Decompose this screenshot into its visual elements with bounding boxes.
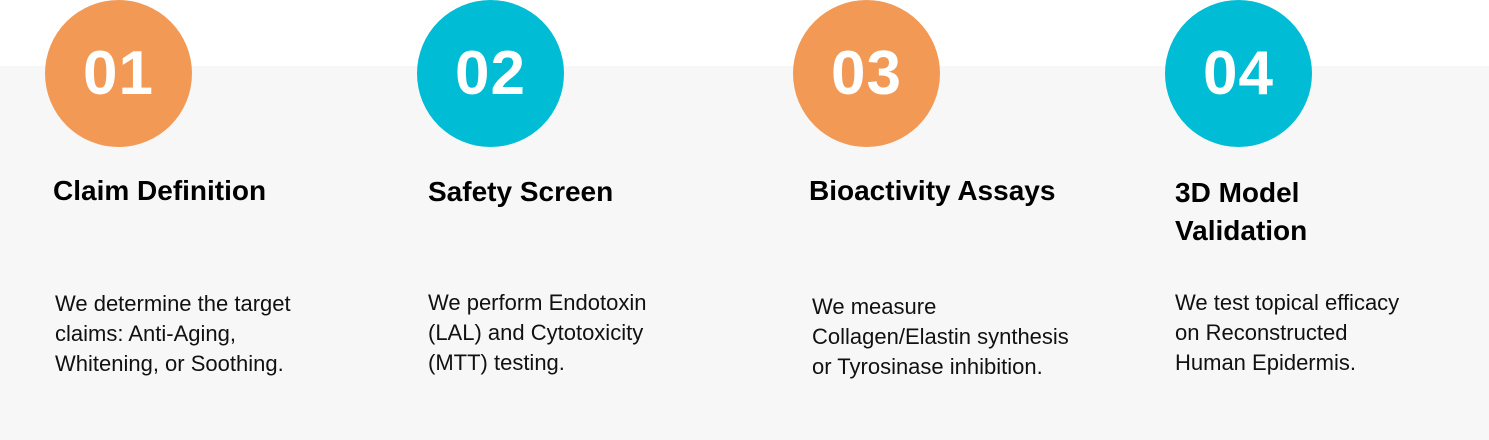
step-title: 3D Model Validation — [1175, 177, 1308, 246]
step-number: 01 — [83, 39, 154, 108]
step-title: Bioactivity Assays — [809, 175, 1056, 206]
step-number-badge: 01 — [45, 0, 192, 147]
step-title: Safety Screen — [428, 176, 614, 207]
step-number: 03 — [831, 39, 902, 108]
step-number-badge: 03 — [793, 0, 940, 147]
step-description: We perform Endotoxin (LAL) and Cytotoxic… — [428, 290, 647, 375]
step-number-badge: 02 — [417, 0, 564, 147]
step-description: We determine the target claims: Anti-Agi… — [55, 291, 291, 376]
step-number-badge: 04 — [1165, 0, 1312, 147]
step-number: 02 — [455, 39, 526, 108]
step-description: We measure Collagen/Elastin synthesis or… — [812, 294, 1069, 379]
step-description: We test topical efficacy on Reconstructe… — [1175, 290, 1400, 375]
step-number: 04 — [1203, 39, 1274, 108]
step-title: Claim Definition — [53, 175, 267, 206]
